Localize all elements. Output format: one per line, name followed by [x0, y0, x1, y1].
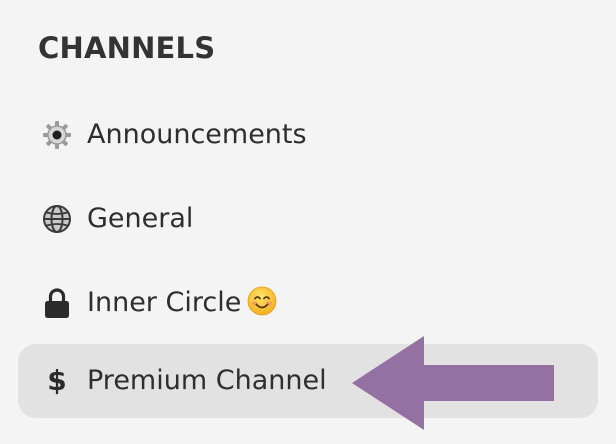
lock-icon — [40, 286, 74, 320]
channel-label: General — [87, 203, 194, 234]
annotation-arrow-icon — [352, 336, 554, 430]
globe-icon — [40, 202, 74, 236]
dollar-icon: $ — [40, 364, 74, 398]
channel-label: Premium Channel — [87, 365, 327, 396]
channel-label-text: Inner Circle — [87, 287, 242, 318]
dollar-glyph: $ — [47, 364, 67, 397]
gear-icon — [40, 118, 74, 152]
channel-label: Announcements — [87, 119, 307, 150]
channels-section-title: CHANNELS — [38, 31, 216, 65]
channel-item-announcements[interactable]: Announcements — [18, 98, 598, 172]
channel-item-general[interactable]: General — [18, 182, 598, 256]
channel-label: Inner Circle — [87, 286, 277, 320]
channel-item-inner-circle[interactable]: Inner Circle — [18, 266, 598, 340]
smiling-face-emoji-icon — [247, 286, 277, 316]
